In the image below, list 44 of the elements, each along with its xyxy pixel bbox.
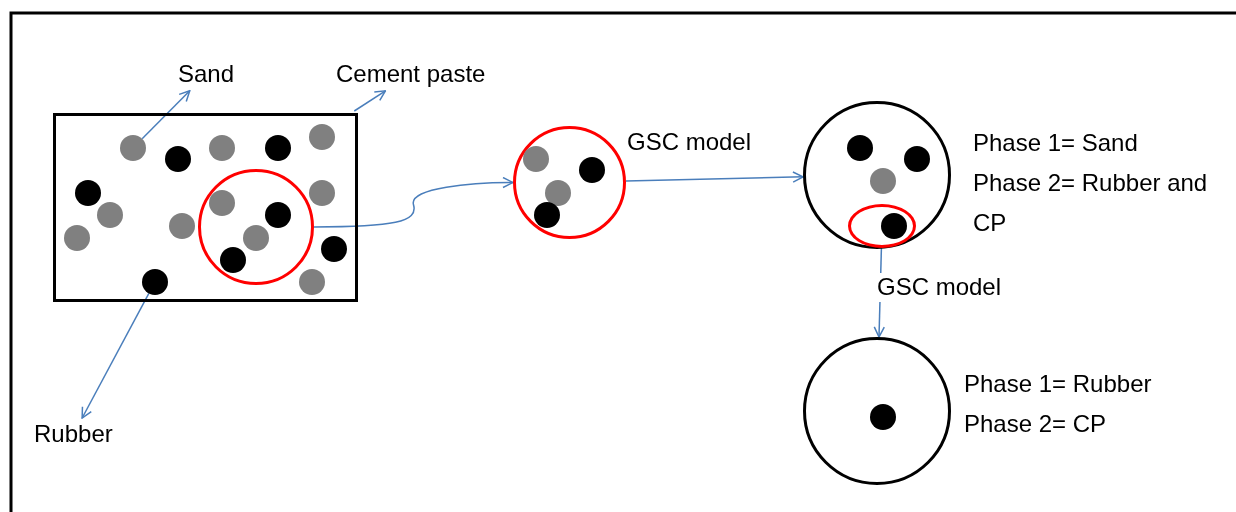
phase-label: Phase 1= Sand	[973, 128, 1139, 158]
rubber-particle	[265, 202, 291, 228]
component-label: Sand	[178, 60, 235, 89]
phase-label: Phase 1= Rubber	[964, 369, 1153, 399]
mortar-specimen-box	[53, 113, 358, 302]
rubber-particle	[321, 236, 347, 262]
rubber-particle	[165, 146, 191, 172]
sand-particle	[169, 213, 195, 239]
sand-particle	[97, 202, 123, 228]
sand-particle	[299, 269, 325, 295]
sand-particle	[120, 135, 146, 161]
sand-particle	[309, 180, 335, 206]
phase-label: Phase 2= CP	[964, 409, 1108, 439]
edge-label: GSC model	[877, 273, 1002, 302]
rubber-particle	[75, 180, 101, 206]
rubber-particle	[579, 157, 605, 183]
arrow	[353, 90, 387, 112]
composite-sphere-circle	[803, 101, 951, 249]
rubber-particle	[870, 404, 896, 430]
rubber-particle	[142, 269, 168, 295]
rubber-particle	[847, 135, 873, 161]
rubber-particle	[220, 247, 246, 273]
sand-particle	[209, 135, 235, 161]
component-label: Rubber	[34, 420, 113, 449]
rubber-particle	[534, 202, 560, 228]
sand-particle	[209, 190, 235, 216]
sand-particle	[309, 124, 335, 150]
phase-label: Phase 2= Rubber and CP	[973, 168, 1209, 238]
arrow	[313, 176, 514, 228]
component-label: Cement paste	[336, 60, 486, 89]
sand-particle	[523, 146, 549, 172]
sand-particle	[64, 225, 90, 251]
rubber-particle	[265, 135, 291, 161]
composite-sphere-circle	[803, 337, 951, 485]
arrow	[141, 90, 191, 140]
arrow	[81, 292, 150, 419]
representative-volume-circle	[513, 126, 626, 239]
sand-particle	[870, 168, 896, 194]
inclusion-ellipse	[848, 204, 916, 248]
sand-particle	[243, 225, 269, 251]
arrow	[625, 171, 804, 183]
rubber-particle	[881, 213, 907, 239]
rubber-particle	[904, 146, 930, 172]
sand-particle	[545, 180, 571, 206]
